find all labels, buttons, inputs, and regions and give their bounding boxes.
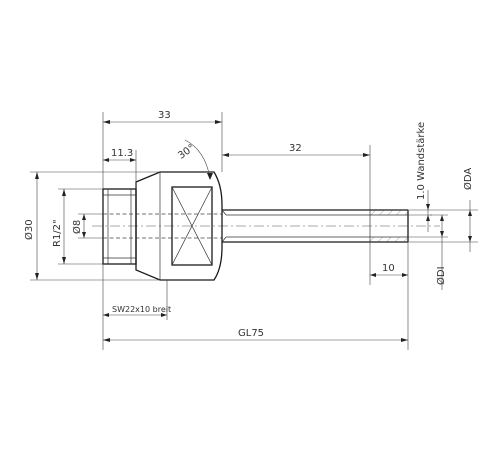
- conical-body: [135, 171, 223, 281]
- dim-oda: ØDA: [408, 168, 478, 252]
- dim-33: 33: [102, 110, 223, 189]
- dim-sw-label: SW22x10 breit: [112, 305, 171, 314]
- dim-sw: SW22x10 breit: [102, 264, 171, 350]
- thread-section: [102, 188, 137, 265]
- dim-d30: Ø30: [23, 171, 160, 281]
- dim-angle: 30°: [176, 139, 213, 180]
- dim-oda-label: ØDA: [462, 168, 474, 190]
- dim-d30-label: Ø30: [23, 219, 35, 240]
- dim-32: 32: [222, 143, 371, 210]
- dim-odi-label: ØDI: [435, 266, 447, 285]
- dim-10-label: 10: [382, 263, 395, 274]
- dim-wall-label: 1.0 Wandstärke: [416, 122, 427, 200]
- dim-r12-label: R1/2": [52, 219, 63, 247]
- dim-d8: Ø8: [71, 213, 103, 239]
- dim-11-3-label: 11.3: [111, 148, 133, 159]
- dim-angle-label: 30°: [176, 143, 197, 162]
- dim-wall: 1.0 Wandstärke: [408, 122, 432, 232]
- dim-gl75-label: GL75: [238, 328, 264, 339]
- dim-11-3: 11.3: [103, 148, 137, 189]
- dim-d8-label: Ø8: [71, 220, 83, 234]
- dim-gl75: GL75: [103, 328, 408, 342]
- dim-33-label: 33: [158, 110, 171, 121]
- dim-32-label: 32: [289, 143, 302, 154]
- bore-hidden-lines: [103, 213, 222, 239]
- dim-odi: ØDI: [408, 214, 448, 290]
- dim-r12: R1/2": [52, 188, 103, 265]
- dim-10: 10: [369, 242, 409, 350]
- wrench-flat: [171, 186, 213, 266]
- tube: [221, 209, 409, 243]
